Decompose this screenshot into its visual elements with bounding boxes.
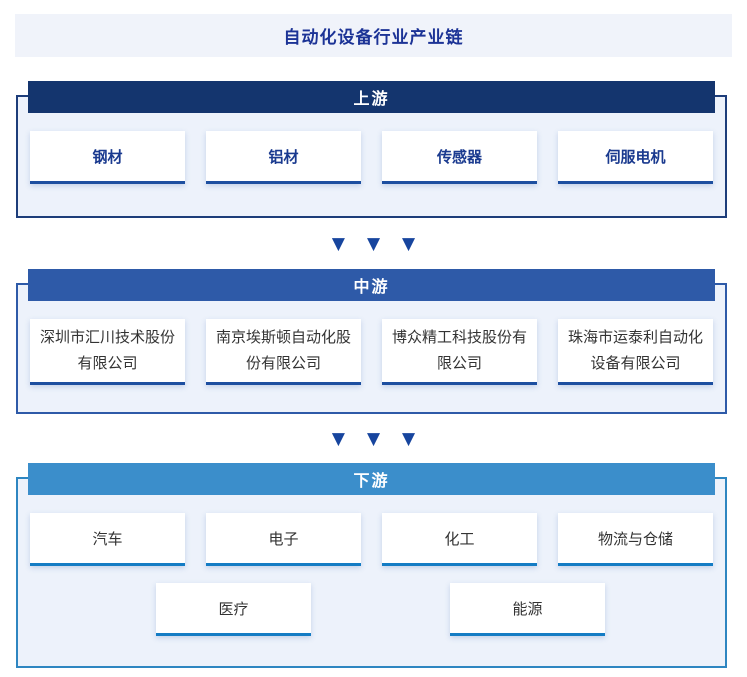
down-arrow-icon: ▼ [402,234,416,254]
downstream-item-energy-label: 能源 [512,600,543,618]
upstream-item-aluminum: 铝材 [206,131,361,184]
upstream-item-steel-label: 钢材 [92,148,123,166]
midstream-company-estun-label: 南京埃斯顿自动化股份有限公司 [215,329,351,372]
upstream-item-sensor-label: 传感器 [436,148,482,166]
midstream-company-yuntaili: 珠海市运泰利自动化设备有限公司 [558,319,713,385]
upstream-card-row: 钢材 铝材 传感器 伺服电机 [18,131,725,184]
midstream-company-yuntaili-label: 珠海市运泰利自动化设备有限公司 [567,329,703,372]
upstream-item-servo-motor: 伺服电机 [558,131,713,184]
section-midstream-header: 中游 [28,269,715,301]
down-arrow-icon: ▼ [331,429,345,449]
section-upstream-label: 上游 [353,91,390,108]
downstream-item-chemical: 化工 [382,513,537,566]
down-arrow-icon: ▼ [331,234,345,254]
section-downstream: 下游 汽车 电子 化工 物流与仓储 医疗 [16,463,727,668]
industry-chain-diagram: 自动化设备行业产业链 上游 钢材 铝材 传感器 伺服电机 [0,14,747,677]
downstream-card-row-1: 汽车 电子 化工 物流与仓储 [18,513,725,566]
downstream-card-row-2: 医疗 能源 [18,583,725,636]
midstream-company-bozhon-label: 博众精工科技股份有限公司 [391,329,527,372]
section-midstream-body: 深圳市汇川技术股份有限公司 南京埃斯顿自动化股份有限公司 博众精工科技股份有限公… [18,319,725,412]
section-upstream-body: 钢材 铝材 传感器 伺服电机 [18,131,725,216]
downstream-item-logistics-warehousing: 物流与仓储 [558,513,713,566]
section-upstream: 上游 钢材 铝材 传感器 伺服电机 [16,81,727,218]
down-arrow-icon: ▼ [366,234,381,254]
section-midstream-label: 中游 [353,279,390,296]
downstream-item-electronics-label: 电子 [268,530,299,548]
downstream-item-automotive: 汽车 [30,513,185,566]
section-downstream-header: 下游 [28,463,715,495]
diagram-title: 自动化设备行业产业链 [283,28,464,47]
diagram-title-bar: 自动化设备行业产业链 [15,14,732,57]
upstream-item-servo-motor-label: 伺服电机 [605,148,666,166]
downstream-item-electronics: 电子 [206,513,361,566]
downstream-item-medical: 医疗 [156,583,311,636]
downstream-item-chemical-label: 化工 [444,530,475,548]
downstream-item-energy: 能源 [450,583,605,636]
upstream-item-aluminum-label: 铝材 [268,148,299,166]
upstream-item-sensor: 传感器 [382,131,537,184]
upstream-item-steel: 钢材 [30,131,185,184]
downstream-item-medical-label: 医疗 [218,600,249,618]
section-downstream-body: 汽车 电子 化工 物流与仓储 医疗 能源 [18,513,725,666]
midstream-company-bozhon: 博众精工科技股份有限公司 [382,319,537,385]
midstream-company-inovance: 深圳市汇川技术股份有限公司 [30,319,185,385]
flow-arrows-midstream-to-downstream: ▼ ▼ ▼ [0,414,747,477]
midstream-company-inovance-label: 深圳市汇川技术股份有限公司 [39,329,175,372]
midstream-company-estun: 南京埃斯顿自动化股份有限公司 [206,319,361,385]
section-upstream-header: 上游 [28,81,715,113]
down-arrow-icon: ▼ [402,429,416,449]
downstream-item-logistics-warehousing-label: 物流与仓储 [597,530,673,548]
downstream-item-automotive-label: 汽车 [92,530,123,548]
midstream-card-row: 深圳市汇川技术股份有限公司 南京埃斯顿自动化股份有限公司 博众精工科技股份有限公… [18,319,725,385]
down-arrow-icon: ▼ [366,429,381,449]
section-midstream: 中游 深圳市汇川技术股份有限公司 南京埃斯顿自动化股份有限公司 博众精工科技股份… [16,269,727,414]
flow-arrows-upstream-to-midstream: ▼ ▼ ▼ [0,218,747,283]
section-downstream-label: 下游 [353,473,390,490]
